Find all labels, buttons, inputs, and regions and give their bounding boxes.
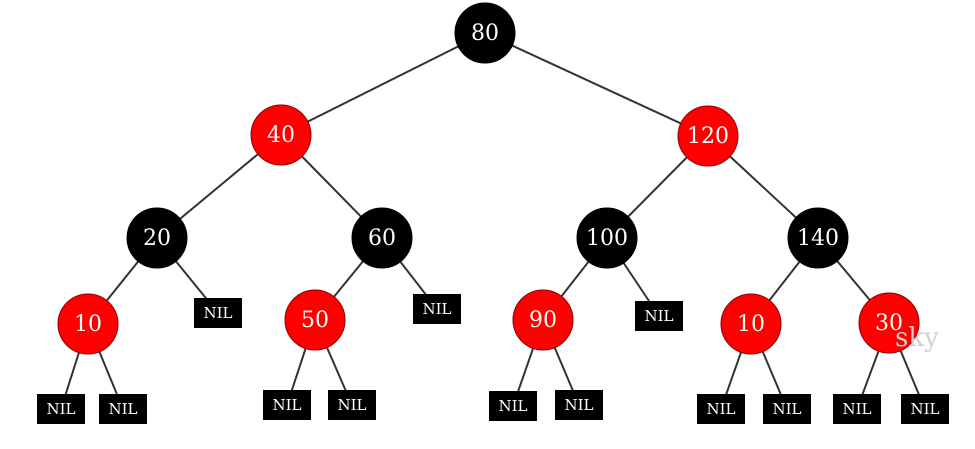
nil-box <box>901 394 949 424</box>
node-circle <box>126 207 188 269</box>
nil-label: NIL <box>910 400 939 418</box>
node-label: 90 <box>529 308 557 333</box>
nil-box <box>635 301 683 331</box>
nodes-layer: 80 40 120 20 60 100 140 10 50 90 10 30 <box>57 2 920 355</box>
nil-leaf: NIL <box>697 394 745 424</box>
node-circle <box>858 292 920 354</box>
node-label: 80 <box>471 21 499 46</box>
nil-leaf: NIL <box>555 390 603 420</box>
nil-leaf: NIL <box>99 394 147 424</box>
nil-label: NIL <box>564 396 593 414</box>
nil-label: NIL <box>203 304 232 322</box>
node-circle <box>284 289 346 351</box>
nil-label: NIL <box>498 397 527 415</box>
edge-n80-n40 <box>280 32 486 136</box>
nil-leaf: NIL <box>413 294 461 324</box>
node-label: 140 <box>797 226 839 251</box>
tree-node-100-black: 100 <box>576 207 638 269</box>
tree-node-140-black: 140 <box>787 207 849 269</box>
nil-leaf: NIL <box>901 394 949 424</box>
nil-leaf: NIL <box>194 298 242 328</box>
edge-n80-n120 <box>484 32 709 137</box>
nil-box <box>763 394 811 424</box>
nil-leaf: NIL <box>489 391 537 421</box>
tree-node-60-black: 60 <box>351 207 413 269</box>
nil-leaf: NIL <box>635 301 683 331</box>
tree-node-10-red: 10 <box>720 293 782 355</box>
watermark-text: sky <box>895 323 939 353</box>
node-circle <box>720 293 782 355</box>
node-circle <box>677 105 739 167</box>
nil-box <box>99 394 147 424</box>
nil-box <box>413 294 461 324</box>
tree-node-10-red: 10 <box>57 293 119 355</box>
nil-box <box>555 390 603 420</box>
nil-box <box>833 394 881 424</box>
node-circle <box>57 293 119 355</box>
nil-label: NIL <box>337 396 366 414</box>
node-circle <box>787 207 849 269</box>
node-label: 40 <box>267 123 295 148</box>
nil-leaf: NIL <box>263 390 311 420</box>
tree-node-120-red: 120 <box>677 105 739 167</box>
tree-node-30-red: 30 <box>858 292 920 354</box>
node-label: 50 <box>301 308 329 333</box>
node-circle <box>512 289 574 351</box>
node-label: 30 <box>875 311 903 336</box>
nil-label: NIL <box>422 300 451 318</box>
node-label: 120 <box>687 124 729 149</box>
tree-node-20-black: 20 <box>126 207 188 269</box>
tree-node-90-red: 90 <box>512 289 574 351</box>
node-circle <box>576 207 638 269</box>
tree-node-40-red: 40 <box>250 104 312 166</box>
nil-label: NIL <box>108 400 137 418</box>
nil-label: NIL <box>772 400 801 418</box>
nil-box <box>263 390 311 420</box>
nil-box <box>328 390 376 420</box>
node-circle <box>454 2 516 64</box>
nil-leaf: NIL <box>763 394 811 424</box>
node-circle <box>250 104 312 166</box>
nil-box <box>697 394 745 424</box>
nil-layer: NIL NIL NIL NIL NIL NIL NIL NIL NIL NIL NIL NIL NIL <box>37 294 949 424</box>
node-label: 10 <box>737 312 765 337</box>
node-label: 20 <box>143 226 171 251</box>
nil-leaf: NIL <box>37 394 85 424</box>
tree-node-50-red: 50 <box>284 289 346 351</box>
nil-leaf: NIL <box>328 390 376 420</box>
nil-box <box>194 298 242 328</box>
nil-label: NIL <box>842 400 871 418</box>
node-circle <box>351 207 413 269</box>
nil-label: NIL <box>272 396 301 414</box>
node-label: 10 <box>74 312 102 337</box>
node-label: 100 <box>586 226 628 251</box>
tree-node-80-black: 80 <box>454 2 516 64</box>
nil-label: NIL <box>46 400 75 418</box>
node-label: 60 <box>368 226 396 251</box>
nil-label: NIL <box>644 307 673 325</box>
nil-label: NIL <box>706 400 735 418</box>
nil-leaf: NIL <box>833 394 881 424</box>
nil-box <box>489 391 537 421</box>
nil-box <box>37 394 85 424</box>
